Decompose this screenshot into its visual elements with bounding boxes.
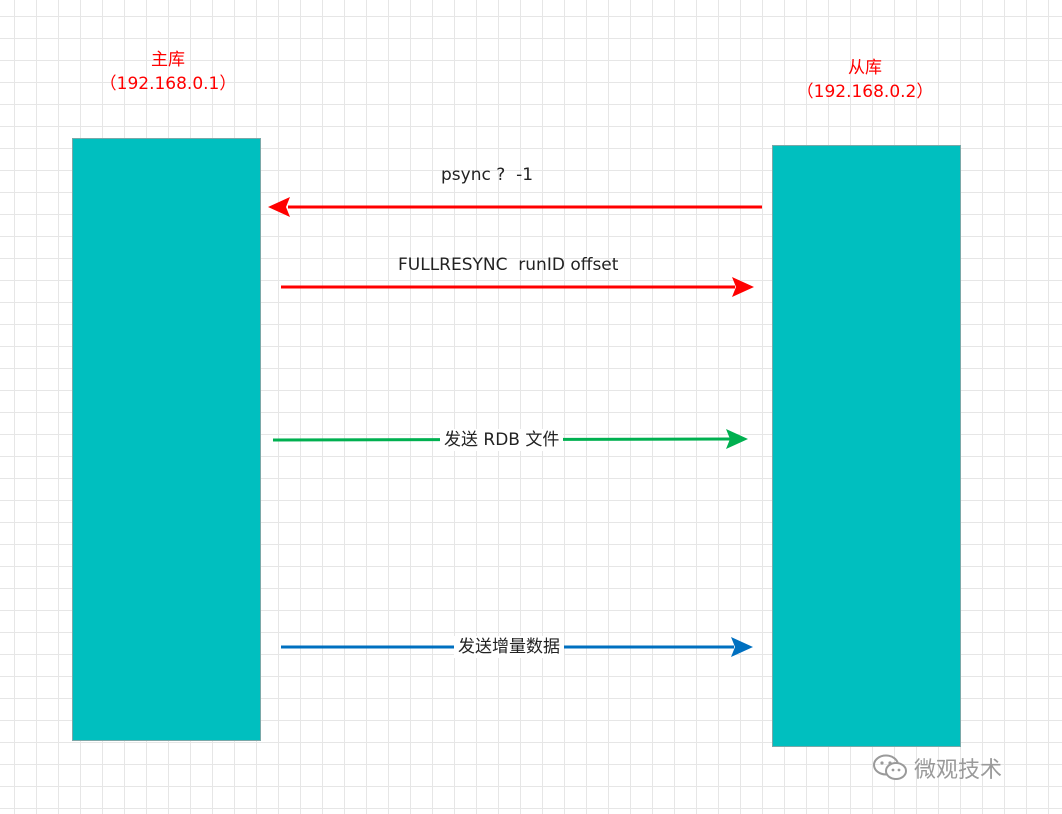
slave-node-box [772,145,961,747]
fullresync-message: FULLRESYNC runID offset [398,255,619,275]
master-label: 主库 （192.168.0.1） [78,48,258,96]
watermark: 微观技术 [872,752,1002,784]
slave-label: 从库 （192.168.0.2） [775,56,955,104]
slave-address: （192.168.0.2） [796,82,934,102]
send-rdb-message: 发送 RDB 文件 [440,429,564,451]
fullresync-arrow [281,277,754,297]
wechat-icon [873,754,907,780]
send-incremental-message: 发送增量数据 [454,636,564,658]
master-name: 主库 [151,50,185,70]
slave-name: 从库 [848,58,882,78]
psync-arrow [268,197,762,217]
watermark-text: 微观技术 [914,758,1003,783]
psync-message: psync ? -1 [441,165,534,185]
master-address: （192.168.0.1） [99,74,237,94]
master-node-box [72,138,261,741]
